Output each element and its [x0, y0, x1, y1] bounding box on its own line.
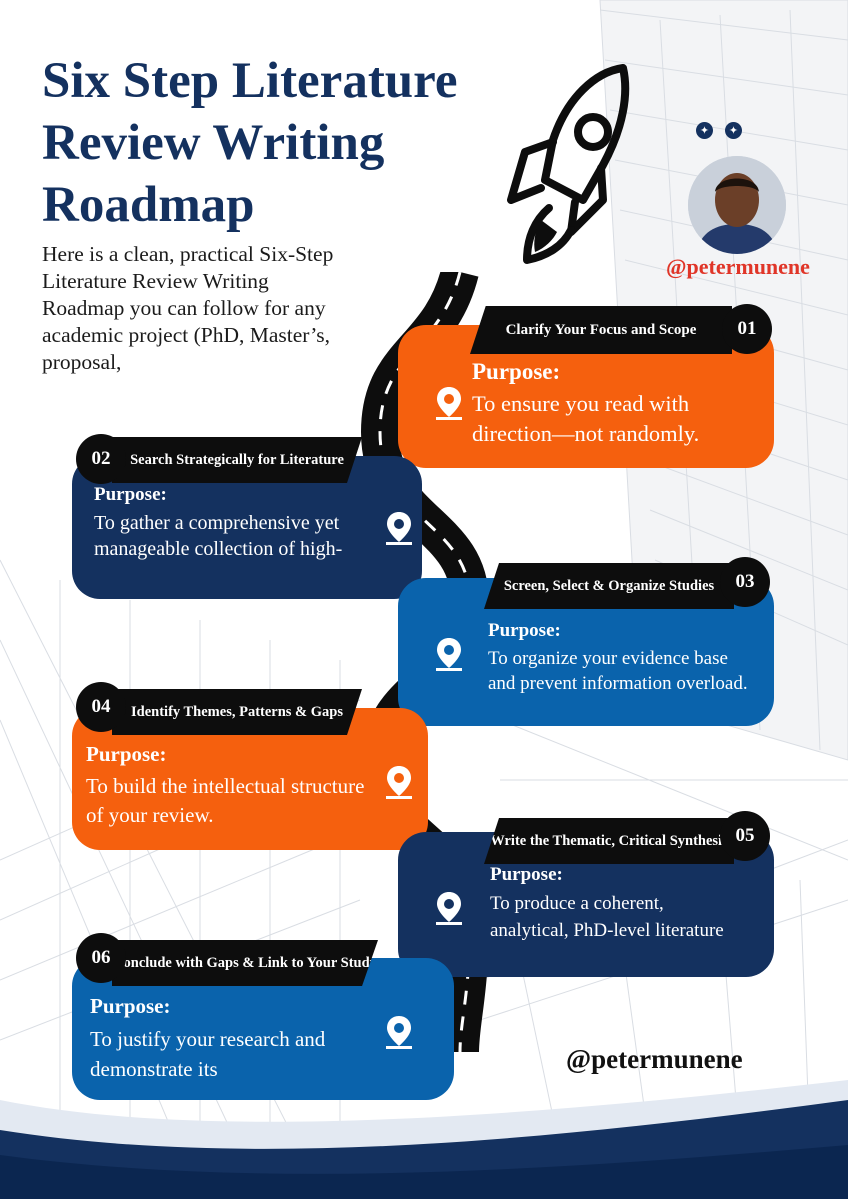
step-06-purpose-text: To justify your research and demonstrate…	[90, 1027, 326, 1081]
location-pin-icon	[386, 766, 412, 799]
sparkle-decoration: ✦ ✦	[696, 122, 742, 139]
step-03-purpose-text: To organize your evidence base and preve…	[488, 648, 748, 694]
location-pin-icon	[436, 892, 462, 925]
step-02-purpose-text: To gather a comprehensive yet manageable…	[94, 512, 343, 560]
location-pin-icon	[386, 512, 412, 545]
location-pin-icon	[436, 387, 462, 420]
step-02-heading: Search Strategically for Literature	[112, 437, 362, 483]
avatar-person-icon	[688, 156, 786, 254]
step-02-purpose-label: Purpose:	[94, 484, 167, 505]
step-01-purpose-text: To ensure you read with direction—not ra…	[472, 391, 700, 446]
step-01-heading: Clarify Your Focus and Scope	[470, 306, 732, 354]
handle-top: @petermunene	[666, 254, 810, 279]
step-01-number-badge: 01	[722, 304, 772, 354]
avatar	[688, 156, 786, 254]
step-04-number-badge: 04	[76, 682, 126, 732]
step-03-purpose-label: Purpose:	[488, 620, 561, 641]
step-05-heading: Write the Thematic, Critical Synthesis	[484, 818, 734, 864]
page-title: Six Step Literature Review Writing Roadm…	[42, 53, 458, 233]
step-06-purpose-label: Purpose:	[90, 994, 171, 1018]
footer-wave	[0, 1080, 848, 1199]
location-pin-icon	[386, 1016, 412, 1049]
step-05-purpose-label: Purpose:	[490, 864, 563, 885]
step-06-heading: Conclude with Gaps & Link to Your Study	[112, 940, 378, 986]
handle-bottom: @petermunene	[566, 1044, 743, 1074]
step-03-heading: Screen, Select & Organize Studies	[484, 563, 734, 609]
location-pin-icon	[436, 638, 462, 671]
sparkle-icon: ✦	[696, 122, 713, 139]
sparkle-icon: ✦	[725, 122, 742, 139]
intro-paragraph: Here is a clean, practical Six-Step Lite…	[42, 242, 334, 374]
step-04-purpose-label: Purpose:	[86, 742, 167, 766]
rocket-icon	[507, 64, 630, 264]
step-04-purpose-text: To build the intellectual structure of y…	[86, 774, 365, 827]
step-03-number-badge: 03	[720, 557, 770, 607]
step-01-purpose-label: Purpose:	[472, 359, 561, 384]
step-02-number-badge: 02	[76, 434, 126, 484]
step-05-purpose-text: To produce a coherent, analytical, PhD-l…	[490, 893, 724, 941]
step-04-heading: Identify Themes, Patterns & Gaps	[112, 689, 362, 735]
step-06-number-badge: 06	[76, 933, 126, 983]
step-05-number-badge: 05	[720, 811, 770, 861]
